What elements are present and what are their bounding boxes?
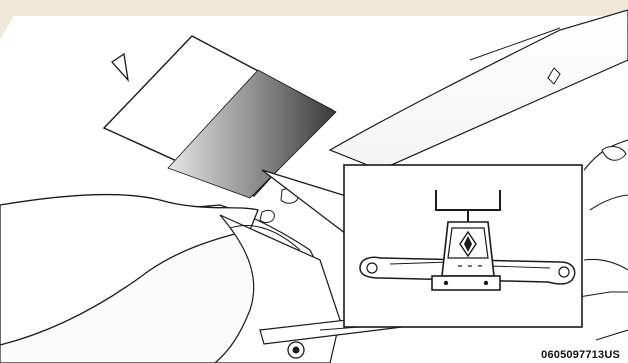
figure-code: 0605097713US (539, 349, 622, 361)
jack-base (432, 276, 500, 290)
